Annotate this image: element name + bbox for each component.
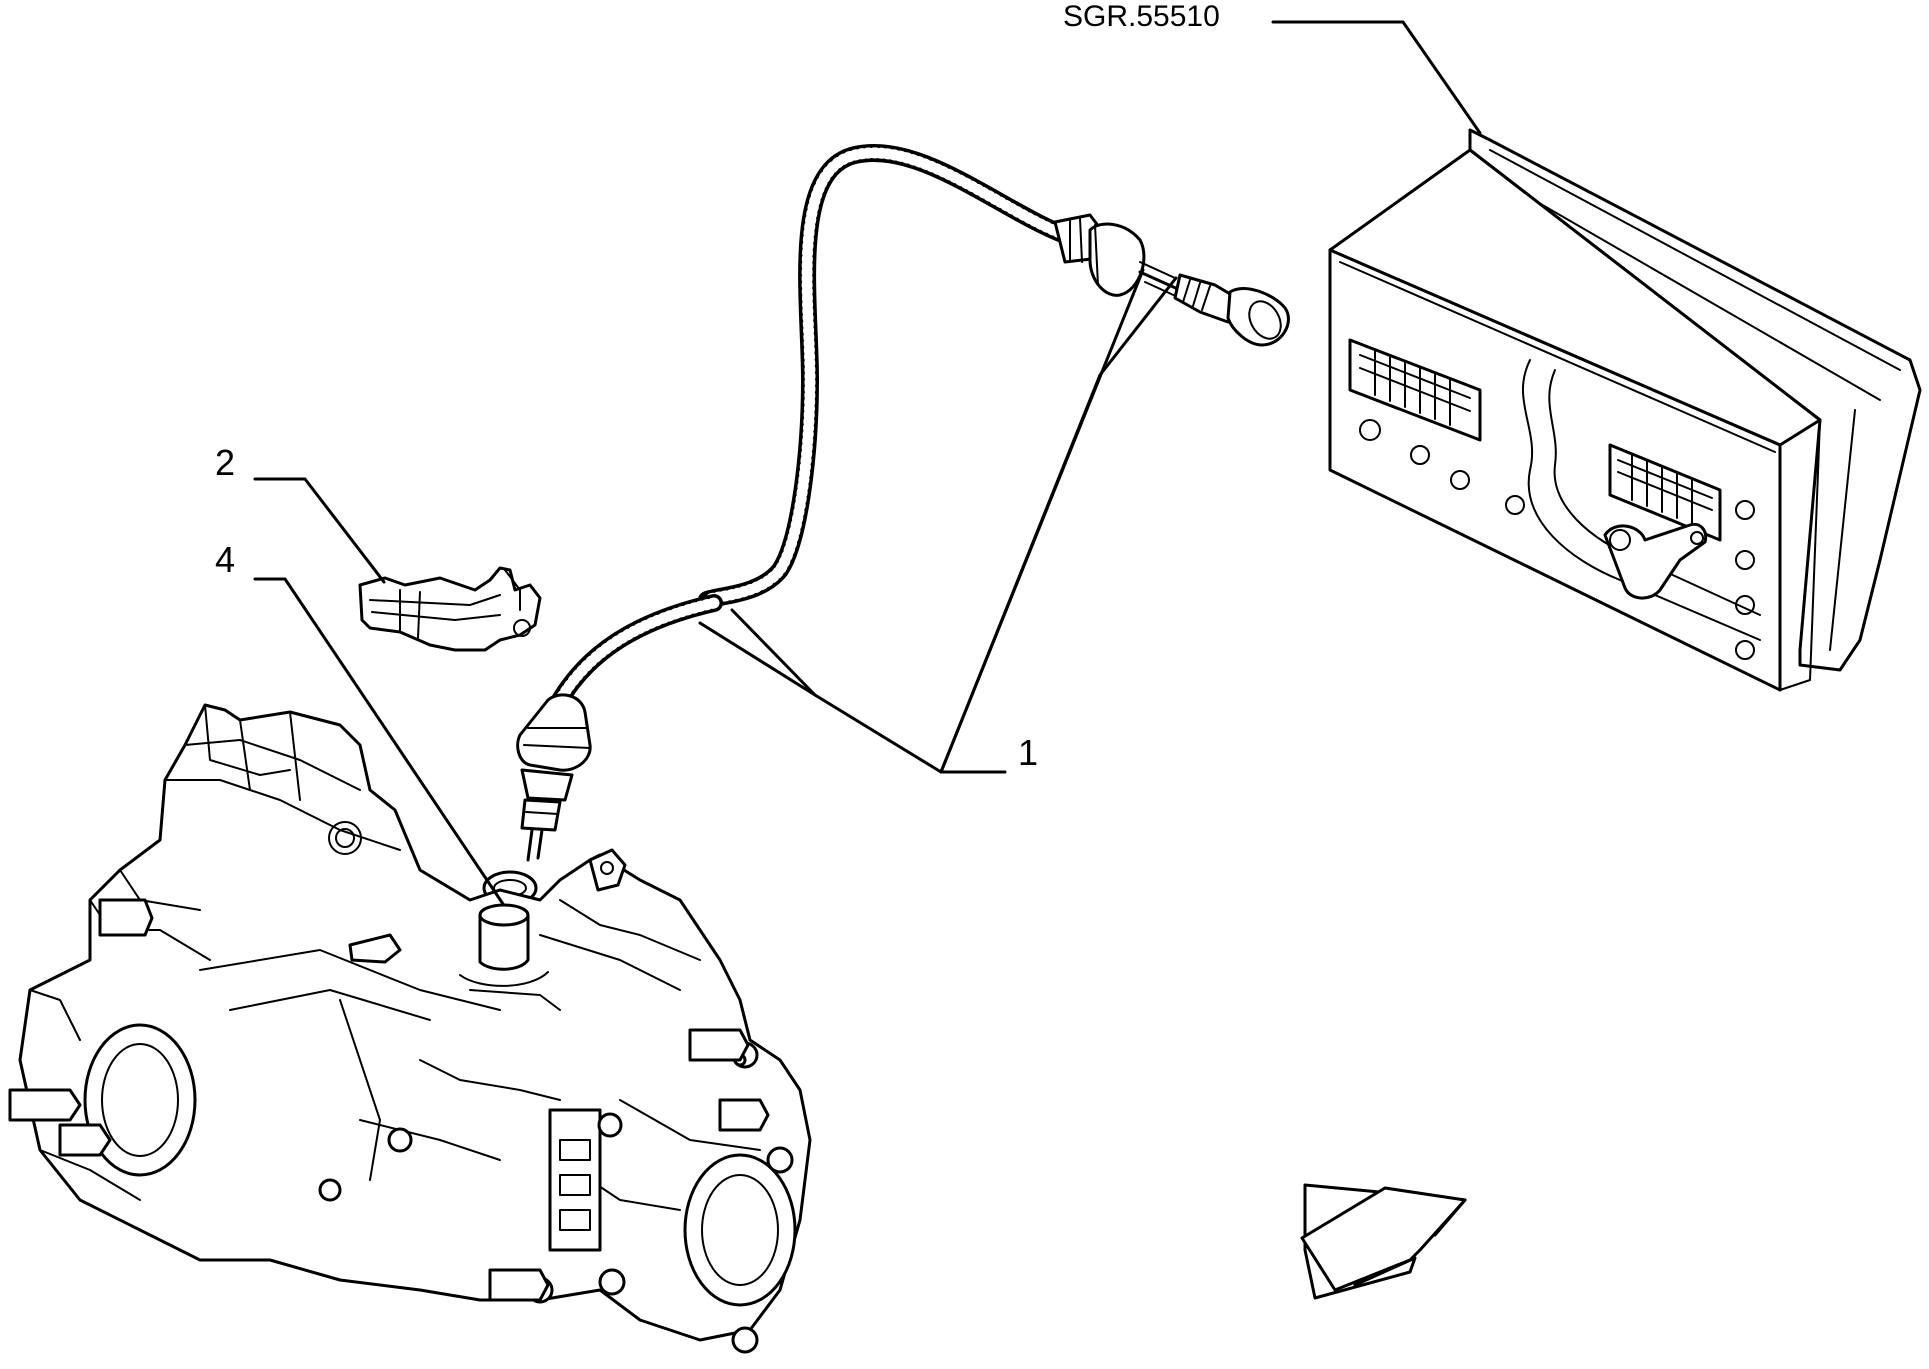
- leader-lines: [253, 20, 1482, 906]
- speedometer-cable: [516, 144, 1290, 862]
- gearbox-housing: [8, 703, 812, 1354]
- callout-2: 2: [215, 442, 236, 483]
- direction-arrow-icon: [1300, 1183, 1467, 1300]
- callout-1: 1: [1018, 732, 1039, 773]
- cable-retaining-clip: [358, 566, 542, 652]
- instrument-cluster: [1328, 128, 1922, 692]
- callout-4: 4: [215, 539, 236, 580]
- drawing-code: SGR.55510: [1063, 0, 1220, 33]
